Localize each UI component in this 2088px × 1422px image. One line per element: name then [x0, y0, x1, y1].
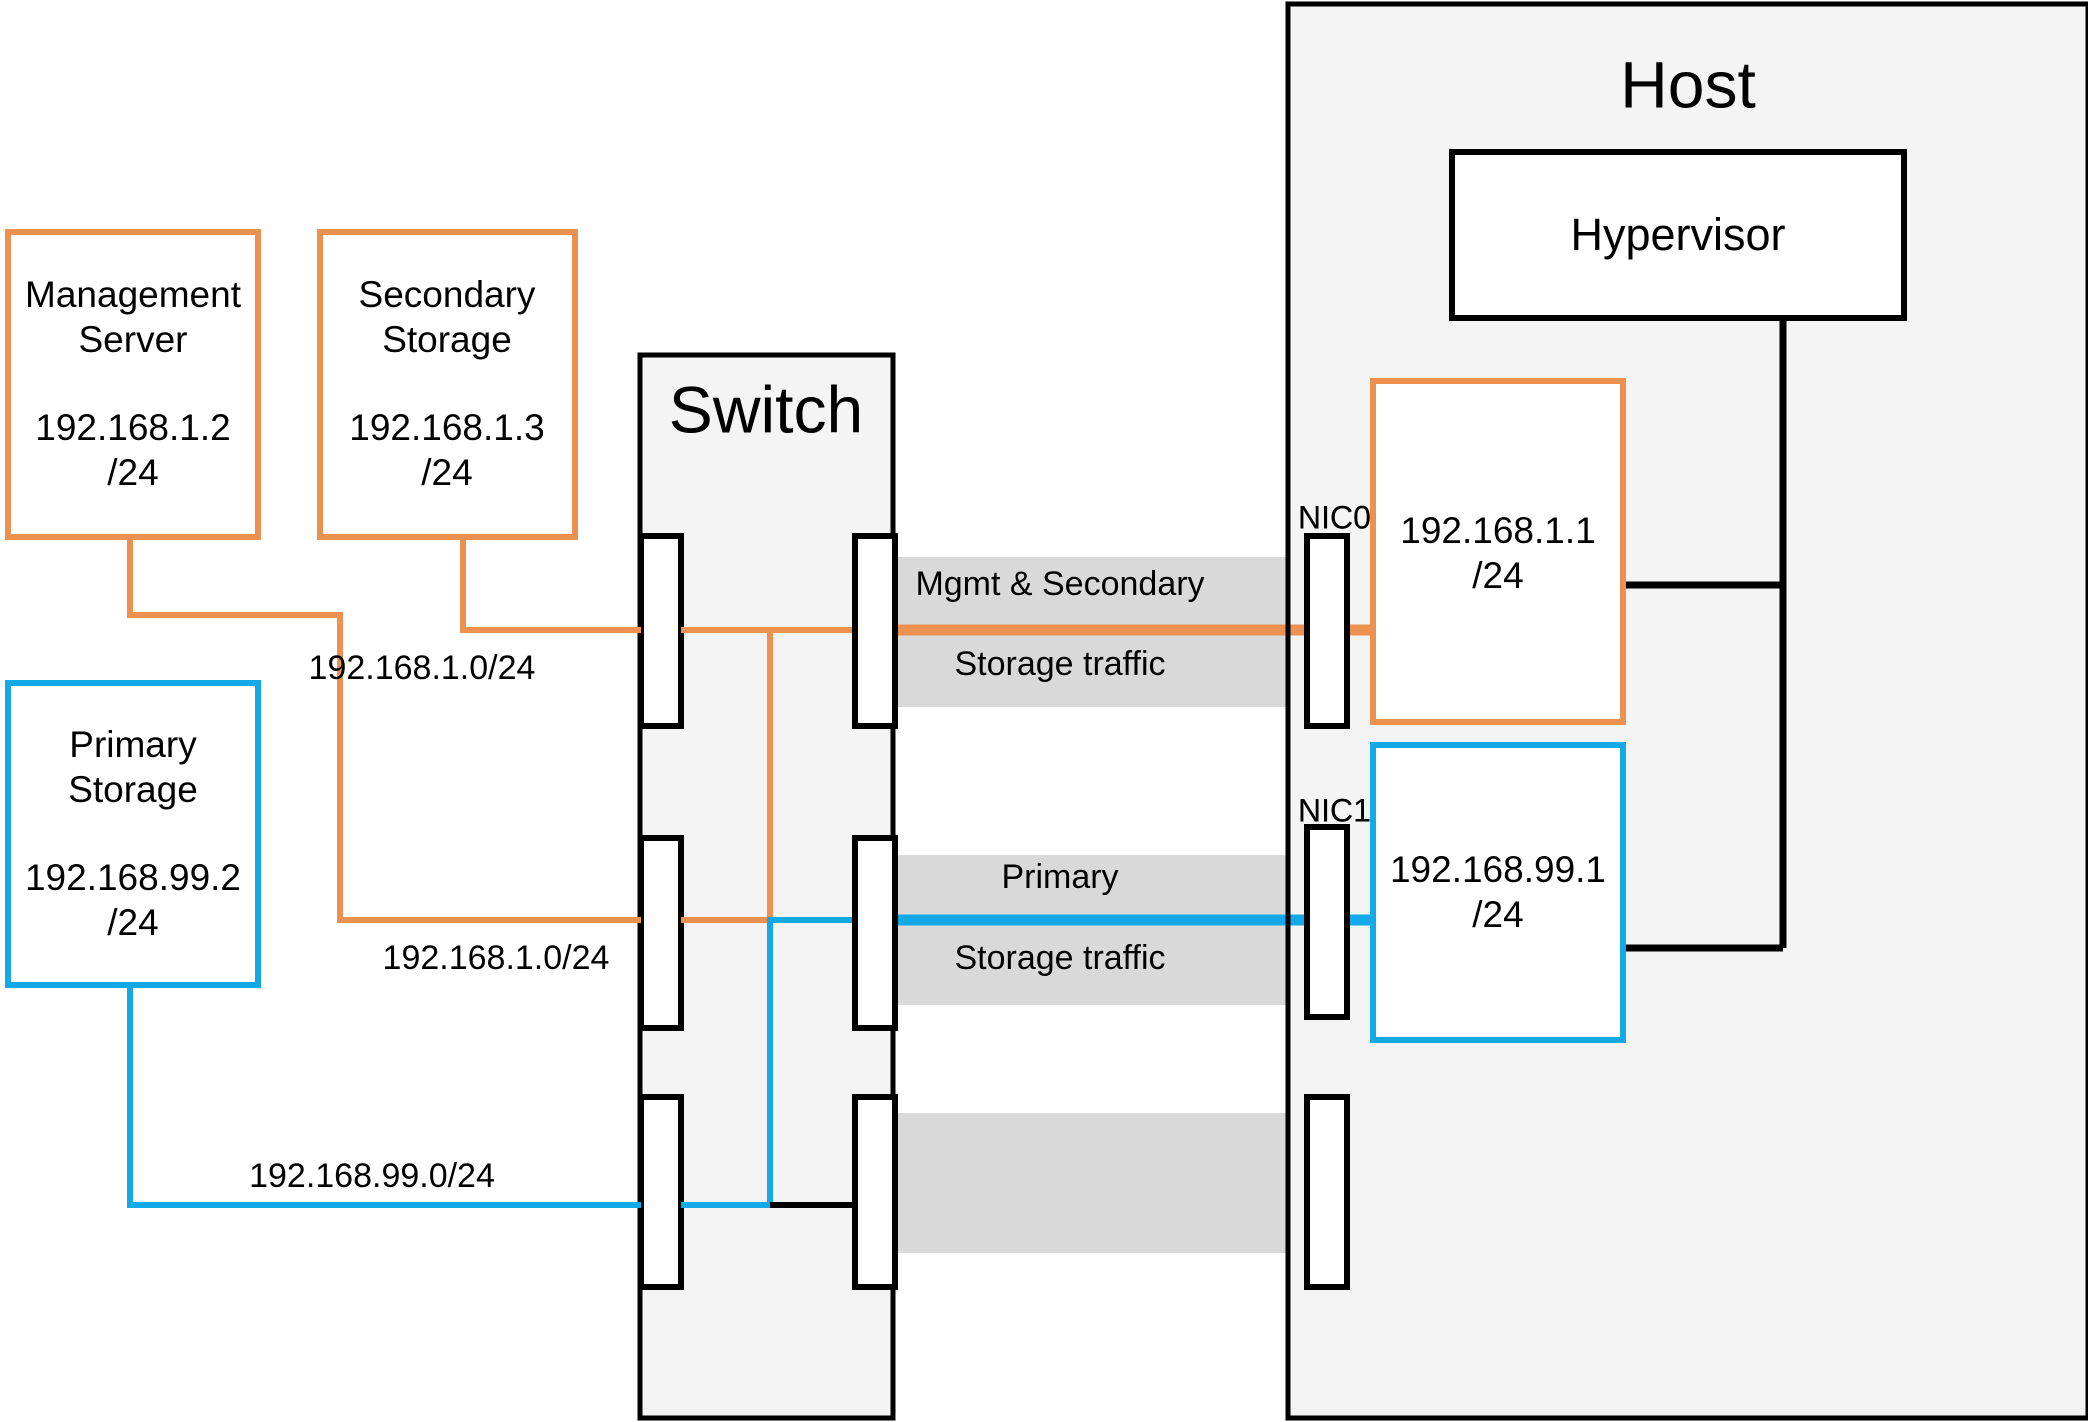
nic1-mask-overlay: /24	[1472, 894, 1523, 935]
cable-primary-storage-to-switch	[127, 985, 641, 1208]
nic1-label-overlay: NIC1	[1298, 792, 1371, 828]
host-left-edge-overlay: NIC0 NIC1	[1285, 4, 1371, 1418]
primary-storage-line2: Storage	[68, 769, 198, 810]
band-mgmt-secondary-line1: Mgmt & Secondary	[915, 565, 1204, 603]
secondary-storage-line2: Storage	[382, 319, 512, 360]
host-port-nic0-overlay	[1304, 533, 1350, 729]
nic-boxes-overlay: 192.168.1.1 /24 192.168.99.1 /24	[1370, 378, 1626, 1043]
band-mgmt-secondary-line2: Storage traffic	[954, 645, 1165, 683]
hypervisor-label: Hypervisor	[1570, 209, 1785, 260]
secondary-storage-ip: 192.168.1.3	[349, 407, 544, 448]
switch-port-left-2	[638, 835, 684, 1031]
switch-label: Switch	[669, 372, 863, 446]
host-label: Host	[1620, 47, 1756, 121]
switch-port-left-1	[638, 533, 684, 729]
primary-storage-mask: /24	[107, 902, 158, 943]
host-port-nic1-overlay	[1304, 824, 1350, 1020]
management-server-mask: /24	[107, 452, 158, 493]
switch-port-left-3	[638, 1094, 684, 1290]
cable-secondary-storage-to-switch	[460, 537, 641, 633]
nic1-box-overlay	[1370, 742, 1626, 1043]
management-server-line2: Server	[79, 319, 188, 360]
label-primary-subnet: 192.168.99.0/24	[249, 1157, 495, 1195]
switch-port-right-3-overlay	[852, 1094, 898, 1290]
switch-right-edge-overlay	[852, 355, 898, 1418]
switch-port-right-2-overlay	[852, 835, 898, 1031]
label-mgmt-subnet-lower: 192.168.1.0/24	[383, 939, 610, 977]
nic1-label: NIC1	[1298, 792, 1371, 828]
cable-switch-internal-primary	[681, 917, 895, 1208]
cable-mgmt-server-to-switch	[127, 537, 641, 923]
host-internal-wiring	[1620, 318, 1787, 952]
primary-storage-box	[5, 680, 261, 988]
label-mgmt-subnet-upper: 192.168.1.0/24	[309, 649, 536, 687]
management-server-line1: Management	[25, 274, 242, 315]
wire-overlays	[895, 624, 1373, 926]
switch-port-right-1-overlay	[852, 533, 898, 729]
nic0-mask-overlay: /24	[1472, 555, 1523, 596]
secondary-storage-line1: Secondary	[359, 274, 536, 315]
primary-storage-group: Primary Storage 192.168.99.2 /24	[5, 680, 261, 988]
nic1-ip-overlay: 192.168.99.1	[1390, 849, 1606, 890]
band-unlabeled	[893, 1113, 1289, 1253]
secondary-storage-mask: /24	[421, 452, 472, 493]
secondary-storage-group: Secondary Storage 192.168.1.3 /24	[317, 229, 578, 540]
primary-storage-line1: Primary	[69, 724, 197, 765]
band-primary	[893, 855, 1289, 1005]
management-server-ip: 192.168.1.2	[35, 407, 230, 448]
management-server-group: Management Server 192.168.1.2 /24	[5, 229, 261, 540]
primary-storage-ip: 192.168.99.2	[25, 857, 241, 898]
nic0-ip-overlay: 192.168.1.1	[1400, 510, 1595, 551]
management-server-box	[5, 229, 261, 540]
band-primary-line2: Storage traffic	[954, 939, 1165, 977]
nic0-label-overlay: NIC0	[1298, 499, 1371, 535]
host-port-spare-overlay	[1304, 1094, 1350, 1290]
hypervisor-box	[1449, 149, 1907, 321]
nic0-box-overlay	[1370, 378, 1626, 725]
band-primary-line1: Primary	[1001, 858, 1118, 896]
traffic-band-labels: Mgmt & Secondary Storage traffic Primary…	[915, 565, 1204, 977]
secondary-storage-box	[317, 229, 578, 540]
link-labels: 192.168.1.0/24 192.168.1.0/24 192.168.99…	[249, 649, 609, 1195]
nic0-label: NIC0	[1298, 499, 1371, 535]
